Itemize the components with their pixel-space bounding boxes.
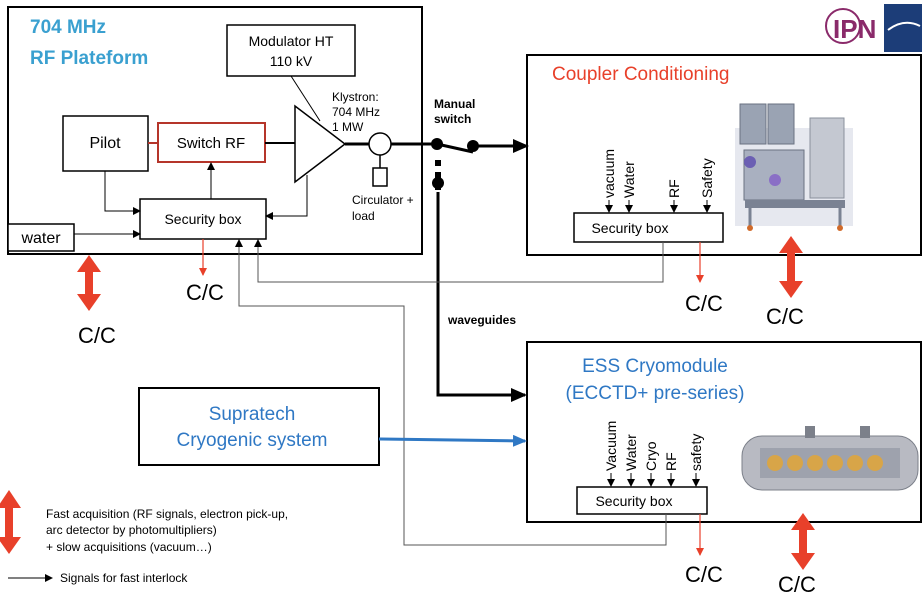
circulator-icon — [368, 132, 392, 156]
ess-cryomodule-box — [526, 341, 922, 523]
fast-acquisition-arrow-coupler — [779, 236, 803, 298]
rf-platform-title-1: 704 MHz — [30, 17, 106, 38]
ess-security-box — [576, 486, 708, 515]
manual-switch-label-1: Manual — [434, 97, 475, 111]
manual-switch-lever — [436, 142, 474, 154]
cc-label-ess-security: C/C — [685, 562, 723, 587]
ipn-logo: IPN — [825, 4, 922, 52]
ess-inputs: Vacuum Water Cryo RF safety — [603, 421, 704, 487]
cc-label-rf: C/C — [78, 323, 116, 348]
switch-node-down — [432, 177, 444, 189]
circulator-label-1: Circulator + — [352, 193, 414, 207]
legend-fast-line-2: arc detector by photomultipliers) — [46, 523, 217, 537]
ess-input-cryo: Cryo — [643, 441, 659, 471]
rf-platform-title-2: RF Plateform — [30, 48, 148, 69]
coupler-input-safety: Safety — [699, 158, 715, 198]
klystron-label-2: 704 MHz — [332, 105, 380, 119]
coupler-input-vacuum: vacuum — [601, 149, 617, 198]
waveguides-label: waveguides — [447, 313, 516, 327]
rf-security-label: Security box — [164, 211, 241, 227]
ess-title-1: ESS Cryomodule — [582, 356, 728, 377]
cc-label-coupler-security: C/C — [685, 291, 723, 316]
modulator-amp-link — [290, 75, 321, 122]
supratech-label-1: Supratech — [209, 404, 296, 425]
supratech-box — [138, 387, 380, 466]
coupler-title: Coupler Conditioning — [552, 64, 729, 85]
coupler-security-label: Security box — [591, 220, 668, 236]
manual-switch-label-2: switch — [434, 112, 471, 126]
ess-title-2: (ECCTD+ pre-series) — [566, 383, 745, 404]
ess-input-safety: safety — [688, 434, 704, 471]
ess-input-water: Water — [623, 434, 639, 471]
coupler-equipment-image — [735, 103, 853, 231]
klystron-label-1: Klystron: — [332, 90, 379, 104]
fast-acquisition-arrow-rf — [77, 255, 101, 311]
modulator-label-2: 110 kV — [270, 53, 313, 69]
ess-input-rf: RF — [663, 452, 679, 471]
ess-security-label: Security box — [595, 493, 672, 509]
circulator-label-2: load — [352, 209, 375, 223]
load-icon — [372, 167, 388, 187]
coupler-box — [526, 54, 922, 256]
klystron-label-3: 1 MW — [332, 120, 364, 134]
water-label: water — [20, 230, 61, 247]
cc-label-ess: C/C — [778, 572, 816, 594]
legend-fast-line-1: Fast acquisition (RF signals, electron p… — [46, 507, 288, 521]
fast-acquisition-arrow-ess — [791, 513, 815, 570]
pilot-label: Pilot — [89, 135, 121, 152]
water-box — [7, 223, 75, 252]
cryo-supply-arrow — [378, 434, 527, 447]
klystron-amplifier-icon — [294, 104, 347, 184]
cc-label-rf-security: C/C — [186, 280, 224, 305]
legend-fast-line-3: + slow acquisitions (vacuum…) — [46, 540, 212, 554]
ess-input-vacuum: Vacuum — [603, 421, 619, 471]
logo-text: IPN — [833, 14, 876, 44]
switch-rf-label: Switch RF — [177, 135, 245, 152]
cryomodule-image — [741, 426, 919, 491]
coupler-input-rf: RF — [666, 179, 682, 198]
modulator-label-1: Modulator HT — [249, 33, 334, 49]
cc-label-coupler: C/C — [766, 304, 804, 329]
rf-platform-box — [7, 6, 423, 255]
supratech-label-2: Cryogenic system — [177, 430, 328, 451]
coupler-security-box — [573, 212, 724, 243]
pilot-box — [62, 115, 149, 172]
coupler-inputs: vacuum Water RF Safety — [601, 149, 715, 213]
legend-signals: Signals for fast interlock — [60, 571, 188, 585]
coupler-input-water: Water — [621, 161, 637, 198]
legend-fast-acquisition-icon — [0, 490, 21, 554]
